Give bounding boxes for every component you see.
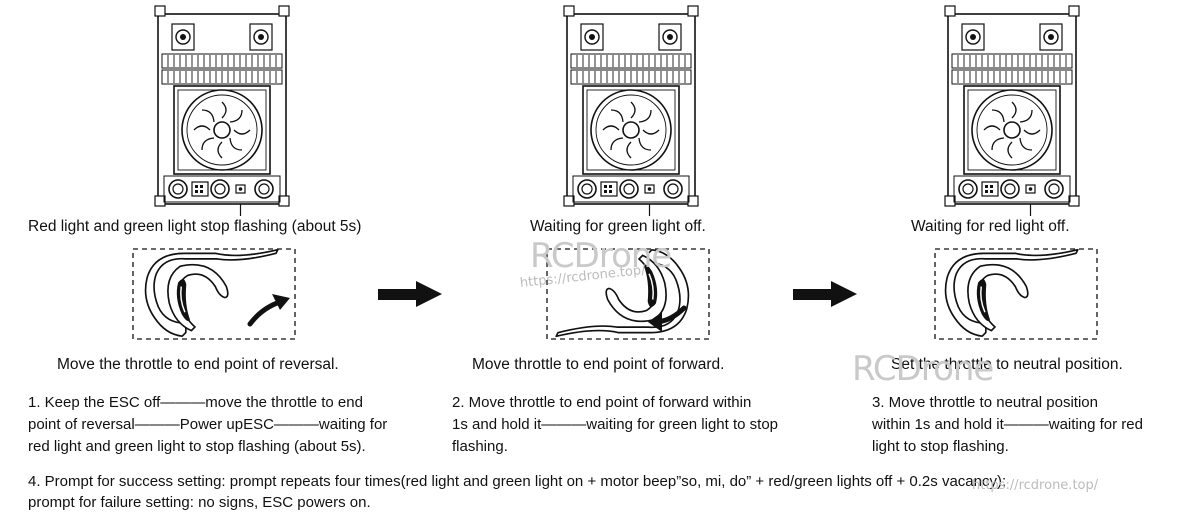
caption-panel-1: Red light and green light stop flashing … xyxy=(28,218,362,235)
step-1-text: 1. Keep the ESC off———move the throttle … xyxy=(28,394,388,455)
motion-arrow-icon xyxy=(247,299,283,327)
instruction-panel-2: Move throttle to end point of forward. xyxy=(472,356,725,373)
watermark-brand: RCDrone xyxy=(530,236,672,276)
watermark-url: https://rcdrone.top/ xyxy=(972,478,1099,493)
throttle-panel-reverse xyxy=(132,248,296,340)
throttle-panel-forward xyxy=(546,248,710,340)
caption-panel-3: Waiting for red light off. xyxy=(911,218,1070,235)
esc-device-icon xyxy=(563,5,699,217)
success-failure-note: 4. Prompt for success setting: prompt re… xyxy=(28,473,1007,511)
step-2-text: 2. Move throttle to end point of forward… xyxy=(452,394,779,455)
step-3-text: 3. Move throttle to neutral position wit… xyxy=(872,394,1143,455)
instruction-panel-1: Move the throttle to end point of revers… xyxy=(57,356,339,373)
throttle-trigger-icon xyxy=(144,248,279,337)
throttle-panel-neutral xyxy=(934,248,1098,340)
throttle-trigger-icon xyxy=(944,248,1079,337)
caption-panel-2: Waiting for green light off. xyxy=(530,218,706,235)
watermark-brand: RCDrone xyxy=(852,349,994,389)
instruction-panel-3: Set the throttle to neutral position. xyxy=(891,356,1123,373)
esc-device-icon xyxy=(154,5,290,217)
right-arrow-icon xyxy=(378,281,442,307)
esc-device-icon xyxy=(944,5,1080,217)
right-arrow-icon xyxy=(793,281,857,307)
